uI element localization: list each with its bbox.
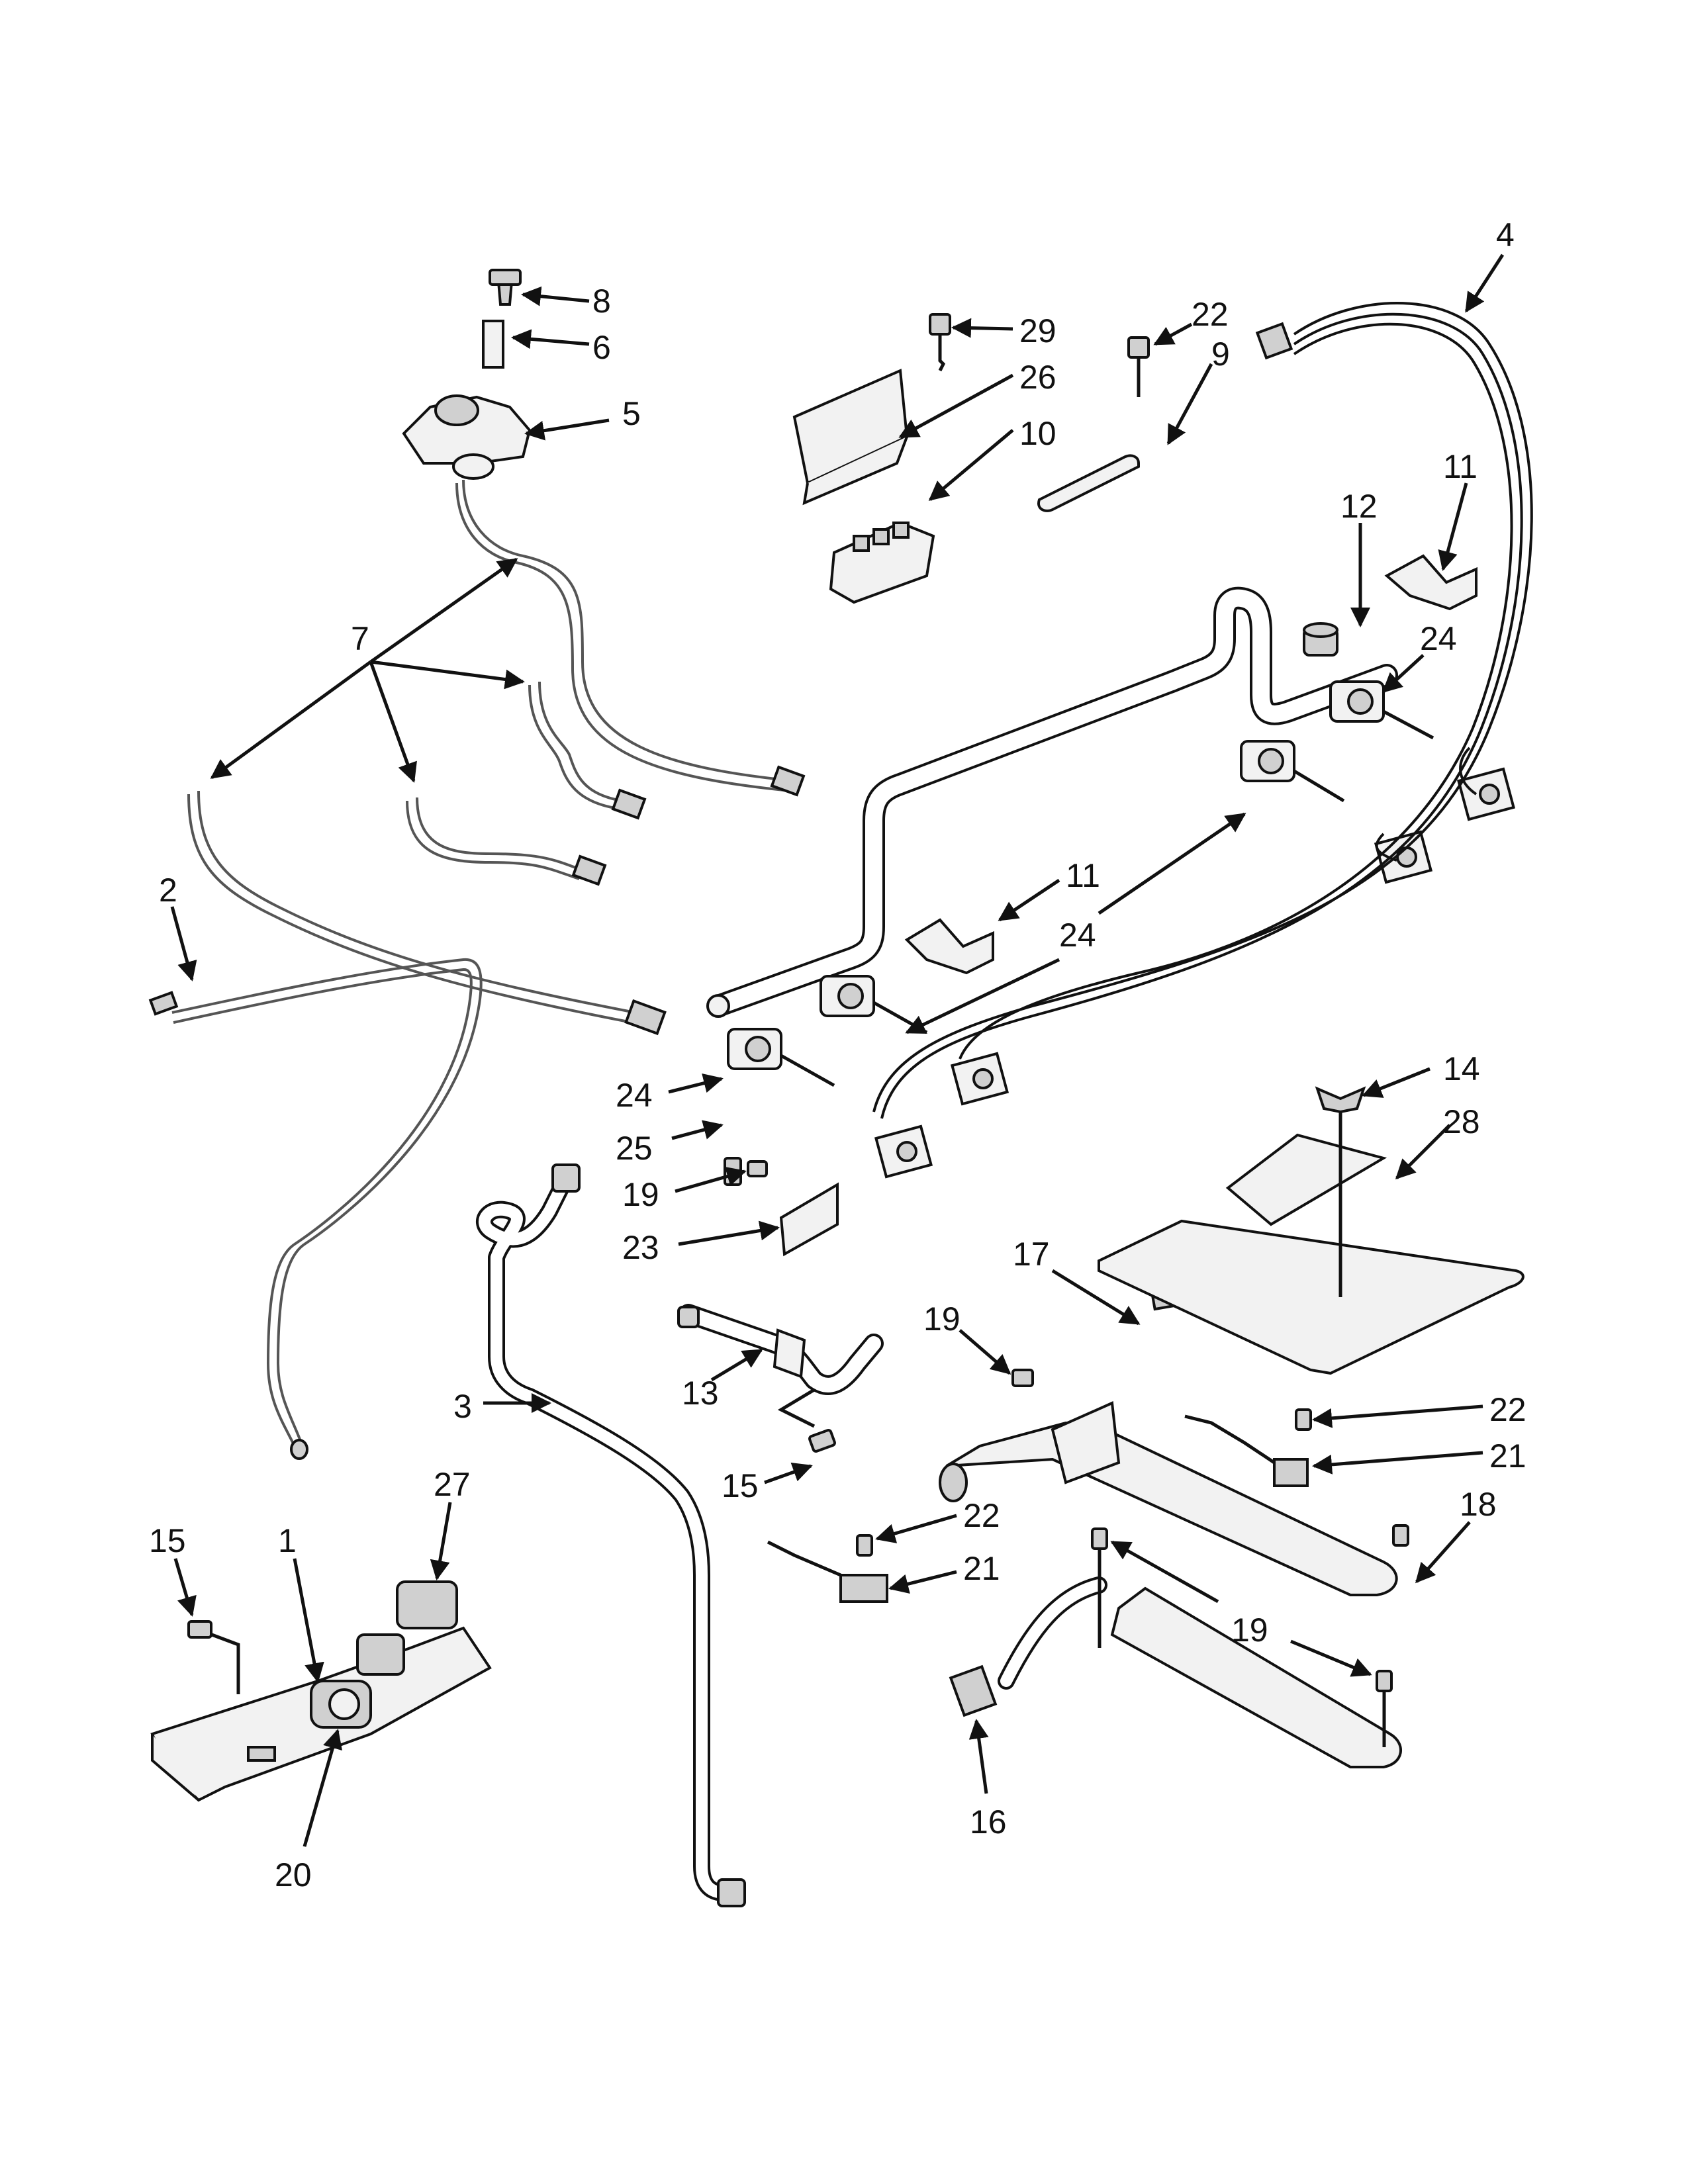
thermostat-assembly — [402, 269, 532, 480]
callout-6: 6 — [592, 329, 611, 366]
callout-11: 11 — [1443, 448, 1477, 485]
callout-24: 24 — [616, 1077, 653, 1114]
callout-20: 20 — [275, 1856, 312, 1893]
oven-valve-assembly-1 — [150, 1580, 492, 1802]
callout-4: 4 — [1496, 216, 1515, 253]
callout-11: 11 — [1066, 857, 1100, 894]
callout-15: 15 — [722, 1467, 759, 1504]
callout-22: 22 — [963, 1497, 1000, 1534]
manifold-pipe-12 — [706, 586, 1398, 1018]
burner-shield-28 — [1098, 1086, 1524, 1375]
valve-27 — [396, 1580, 458, 1629]
valve-3 — [1240, 740, 1433, 884]
strap-9 — [1037, 454, 1140, 512]
callout-labels: 8 6 5 29 26 10 22 9 4 11 12 24 7 2 11 24… — [149, 216, 1526, 1893]
callout-12: 12 — [1340, 488, 1378, 525]
burner-valves-24 — [727, 680, 1516, 1179]
screw-19d — [1376, 1670, 1393, 1692]
screw-18 — [1392, 1524, 1409, 1547]
callout-28: 28 — [1443, 1103, 1480, 1140]
bracket-11b — [904, 918, 994, 975]
callout-23: 23 — [622, 1229, 659, 1266]
supply-pipe-3 — [476, 1163, 746, 1907]
screw-29 — [929, 313, 951, 336]
pipe-assembly-13 — [677, 1304, 884, 1395]
screw-22c — [856, 1534, 873, 1557]
bracket-assembly — [792, 313, 951, 604]
screw-15a — [187, 1620, 212, 1639]
screw-22b — [1295, 1408, 1312, 1431]
callout-22: 22 — [1192, 296, 1229, 333]
callout-14: 14 — [1443, 1050, 1480, 1087]
callout-22: 22 — [1489, 1391, 1526, 1428]
callout-24: 24 — [1420, 620, 1457, 657]
bake-burner-16 — [949, 1527, 1402, 1768]
screw-19b — [1011, 1369, 1034, 1387]
screw-19a — [747, 1160, 768, 1177]
callout-27: 27 — [434, 1466, 471, 1503]
valve-1 — [727, 1028, 933, 1179]
screw-19c — [1091, 1527, 1108, 1550]
strap-assembly — [1037, 336, 1150, 512]
shield-top — [1225, 1133, 1387, 1226]
callout-9: 9 — [1211, 336, 1230, 373]
callout-24: 24 — [1059, 917, 1096, 954]
callout-1: 1 — [278, 1522, 297, 1559]
gas-tubes-7 — [148, 479, 806, 1460]
bracket-17-mount — [1051, 1401, 1121, 1484]
callout-18: 18 — [1460, 1486, 1497, 1523]
callout-2: 2 — [159, 872, 177, 909]
callout-19: 19 — [923, 1300, 961, 1338]
callout-29: 29 — [1019, 312, 1056, 349]
callout-15: 15 — [149, 1522, 186, 1559]
bracket-23 — [779, 1182, 839, 1257]
igniter-21a — [1273, 1458, 1309, 1487]
callout-8: 8 — [592, 283, 611, 320]
leader-lines — [170, 253, 1505, 1847]
callout-19: 19 — [622, 1176, 659, 1213]
callout-21: 21 — [1489, 1437, 1526, 1475]
callout-25: 25 — [616, 1130, 653, 1167]
callout-3: 3 — [453, 1388, 472, 1425]
bracket-11a — [1384, 554, 1477, 611]
callout-26: 26 — [1019, 359, 1056, 396]
callout-19: 19 — [1231, 1612, 1268, 1649]
callout-16: 16 — [970, 1803, 1007, 1841]
valve-4 — [1329, 680, 1516, 821]
callout-13: 13 — [682, 1375, 719, 1412]
callout-7: 7 — [351, 620, 369, 657]
callout-17: 17 — [1013, 1236, 1050, 1273]
wing-nut-14 — [1315, 1086, 1366, 1114]
broil-burner-18 — [767, 1270, 1409, 1603]
callout-21: 21 — [963, 1550, 1000, 1587]
screw-15b — [808, 1429, 836, 1453]
brackets-11 — [904, 554, 1477, 975]
screw-25 — [724, 1157, 742, 1186]
valve-2 — [820, 975, 1009, 1106]
callout-5: 5 — [622, 395, 641, 432]
sensor-6 — [482, 320, 504, 369]
callout-10: 10 — [1019, 415, 1056, 452]
igniter-21b — [839, 1574, 888, 1603]
screw-22a — [1127, 336, 1150, 359]
wire-harness-4 — [872, 301, 1533, 1119]
